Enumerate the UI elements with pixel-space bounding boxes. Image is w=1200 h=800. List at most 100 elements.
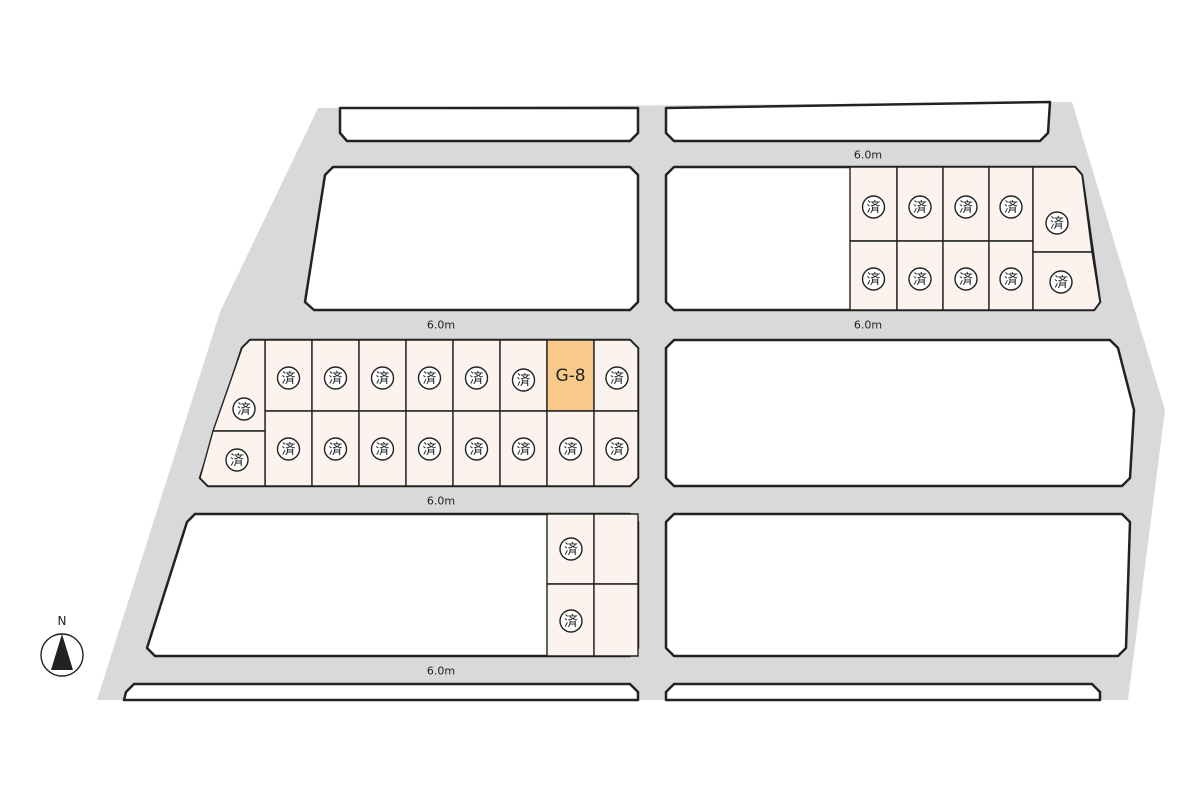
sold-mark: 済 <box>423 371 437 387</box>
sold-stamp-ring <box>276 366 301 390</box>
sold-mark: 済 <box>376 442 390 458</box>
sold-stamp-ring <box>464 437 489 461</box>
sold-stamp-icon: 済 <box>511 437 536 461</box>
sold-stamp-icon: 済 <box>954 267 978 291</box>
sold-stamp-icon: 済 <box>323 437 348 461</box>
sold-stamp-ring <box>323 366 348 390</box>
sold-stamp-icon: 済 <box>861 267 886 291</box>
compass: N <box>40 614 84 677</box>
sold-mark: 済 <box>1050 216 1064 232</box>
sold-mark: 済 <box>610 371 624 387</box>
sold-mark: 済 <box>867 272 881 288</box>
block-upper-left <box>303 165 640 312</box>
sold-stamp-ring <box>511 368 536 392</box>
road-width-label-lower: 6.0m <box>427 495 455 508</box>
north-arrow-icon <box>40 633 84 677</box>
sold-mark: 済 <box>237 402 251 418</box>
sold-stamp-ring <box>232 397 256 421</box>
sold-stamp-ring <box>999 195 1023 219</box>
sold-stamp-icon: 済 <box>908 267 932 291</box>
sold-stamp-ring <box>954 267 978 291</box>
sold-mark: 済 <box>230 453 244 469</box>
road-width-label-middle-right: 6.0m <box>854 319 882 332</box>
sold-mark: 済 <box>564 442 578 458</box>
sold-stamp-ring <box>999 267 1023 291</box>
sold-stamp-icon: 済 <box>605 366 629 390</box>
sold-stamp-icon: 済 <box>999 195 1023 219</box>
sold-stamp-icon: 済 <box>276 437 301 461</box>
sold-mark: 済 <box>913 200 927 216</box>
block-middle-right <box>664 338 1136 488</box>
block-top-right-strip <box>664 100 1052 143</box>
sold-stamp-ring <box>605 437 629 461</box>
sold-stamp-icon: 済 <box>1049 270 1073 294</box>
sold-stamp-ring <box>464 366 489 390</box>
sold-stamp-icon: 済 <box>559 537 583 561</box>
lot-parcel <box>1032 166 1093 253</box>
sold-stamp-icon: 済 <box>908 195 932 219</box>
sold-stamp-icon: 済 <box>417 437 442 461</box>
sold-stamp-icon: 済 <box>370 366 395 390</box>
sold-mark: 済 <box>470 371 484 387</box>
sold-mark: 済 <box>867 200 881 216</box>
sold-mark: 済 <box>470 442 484 458</box>
sold-stamp-ring <box>276 437 301 461</box>
sold-stamp-ring <box>225 448 249 472</box>
sold-stamp-icon: 済 <box>999 267 1023 291</box>
sold-mark: 済 <box>376 371 390 387</box>
sold-mark: 済 <box>564 542 578 558</box>
sold-stamp-ring <box>370 366 395 390</box>
sold-stamp-icon: 済 <box>511 368 536 392</box>
block-bottom-right-strip <box>664 682 1102 702</box>
block-bottom-left-strip <box>122 682 640 702</box>
sold-stamp-icon: 済 <box>323 366 348 390</box>
sold-stamp-ring <box>417 437 442 461</box>
sold-stamp-ring <box>1045 211 1069 235</box>
available-lot-label[interactable]: G-8 <box>555 366 585 386</box>
sold-stamp-icon: 済 <box>464 366 489 390</box>
sold-stamp-ring <box>370 437 395 461</box>
sold-stamp-icon: 済 <box>464 437 489 461</box>
sold-stamp-icon: 済 <box>225 448 249 472</box>
block-top-left-strip <box>338 106 640 143</box>
sold-stamp-icon: 済 <box>1045 211 1069 235</box>
sold-stamp-ring <box>861 267 886 291</box>
sold-stamp-icon: 済 <box>276 366 301 390</box>
road-width-label-middle-left: 6.0m <box>427 319 455 332</box>
sold-mark: 済 <box>1054 275 1068 291</box>
sold-mark: 済 <box>1004 272 1018 288</box>
sold-stamp-ring <box>558 437 583 461</box>
sold-stamp-icon: 済 <box>232 397 256 421</box>
sold-stamp-icon: 済 <box>558 437 583 461</box>
sold-mark: 済 <box>517 442 531 458</box>
sold-stamp-icon: 済 <box>559 609 583 633</box>
sold-mark: 済 <box>1004 200 1018 216</box>
sold-mark: 済 <box>959 272 973 288</box>
sold-mark: 済 <box>564 614 578 630</box>
sold-mark: 済 <box>329 371 343 387</box>
sold-stamp-icon: 済 <box>370 437 395 461</box>
sold-stamp-icon: 済 <box>861 195 886 219</box>
lot-parcel <box>593 513 639 585</box>
sold-stamp-ring <box>861 195 886 219</box>
sold-mark: 済 <box>282 371 296 387</box>
sold-mark: 済 <box>423 442 437 458</box>
sold-stamp-ring <box>908 195 932 219</box>
sold-stamp-icon: 済 <box>417 366 442 390</box>
lot-parcel <box>593 583 639 657</box>
sold-mark: 済 <box>517 373 531 389</box>
sold-stamp-ring <box>417 366 442 390</box>
north-label: N <box>58 614 67 628</box>
sold-stamp-ring <box>1049 270 1073 294</box>
sold-stamp-ring <box>908 267 932 291</box>
sold-stamp-ring <box>559 537 583 561</box>
sold-mark: 済 <box>282 442 296 458</box>
road-width-label-top: 6.0m <box>854 149 882 162</box>
sold-mark: 済 <box>610 442 624 458</box>
sold-mark: 済 <box>913 272 927 288</box>
sold-stamp-icon: 済 <box>954 195 978 219</box>
road-width-label-bottom: 6.0m <box>427 665 455 678</box>
sold-stamp-ring <box>605 366 629 390</box>
lot-parcels: 済済済済済済済済済済済済済済済済済済済済済済済済済済済G-8済済 <box>199 166 1101 657</box>
